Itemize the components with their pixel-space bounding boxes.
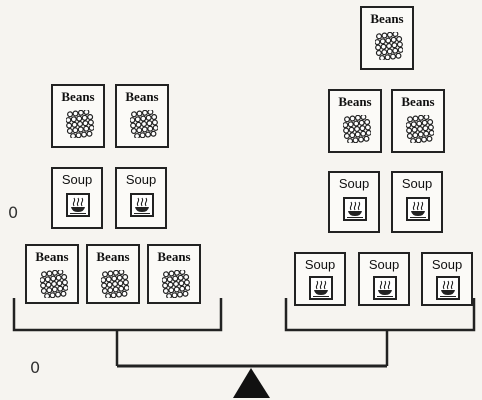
can-label: Beans bbox=[27, 249, 77, 265]
soup-can: Soup bbox=[328, 171, 380, 233]
handwritten-mark-left: 0 bbox=[8, 203, 18, 222]
beans-can: Beans bbox=[147, 244, 201, 304]
can-label: Soup bbox=[117, 172, 165, 187]
soup-bowl-icon bbox=[343, 197, 367, 221]
can-label: Beans bbox=[149, 249, 199, 265]
beans-icon bbox=[343, 115, 371, 143]
soup-can: Soup bbox=[421, 252, 473, 306]
beans-can: Beans bbox=[51, 84, 105, 148]
beans-icon bbox=[162, 270, 190, 298]
beans-icon bbox=[66, 110, 94, 138]
beans-can: Beans bbox=[328, 89, 382, 153]
can-label: Soup bbox=[393, 176, 441, 191]
beans-icon bbox=[375, 32, 403, 60]
soup-bowl-icon bbox=[309, 276, 333, 300]
can-label: Beans bbox=[88, 249, 138, 265]
handwritten-mark-bottom: 0 bbox=[30, 358, 40, 377]
soup-bowl-icon bbox=[436, 276, 460, 300]
can-label: Beans bbox=[330, 94, 380, 110]
soup-bowl-icon bbox=[66, 193, 90, 217]
beans-can: Beans bbox=[115, 84, 169, 148]
can-label: Beans bbox=[362, 11, 412, 27]
soup-can: Soup bbox=[115, 167, 167, 229]
soup-can: Soup bbox=[51, 167, 103, 229]
beans-can: Beans bbox=[360, 6, 414, 70]
can-label: Beans bbox=[393, 94, 443, 110]
beans-can: Beans bbox=[86, 244, 140, 304]
can-label: Soup bbox=[330, 176, 378, 191]
can-label: Beans bbox=[53, 89, 103, 105]
beans-can: Beans bbox=[391, 89, 445, 153]
can-label: Soup bbox=[296, 257, 344, 272]
beans-can: Beans bbox=[25, 244, 79, 304]
can-label: Soup bbox=[360, 257, 408, 272]
beans-icon bbox=[40, 270, 68, 298]
soup-can: Soup bbox=[358, 252, 410, 306]
can-label: Soup bbox=[423, 257, 471, 272]
soup-bowl-icon bbox=[373, 276, 397, 300]
soup-can: Soup bbox=[294, 252, 346, 306]
soup-bowl-icon bbox=[130, 193, 154, 217]
soup-can: Soup bbox=[391, 171, 443, 233]
can-label: Soup bbox=[53, 172, 101, 187]
beans-icon bbox=[406, 115, 434, 143]
fulcrum-triangle bbox=[233, 368, 270, 398]
beans-icon bbox=[101, 270, 129, 298]
beans-icon bbox=[130, 110, 158, 138]
soup-bowl-icon bbox=[406, 197, 430, 221]
can-label: Beans bbox=[117, 89, 167, 105]
